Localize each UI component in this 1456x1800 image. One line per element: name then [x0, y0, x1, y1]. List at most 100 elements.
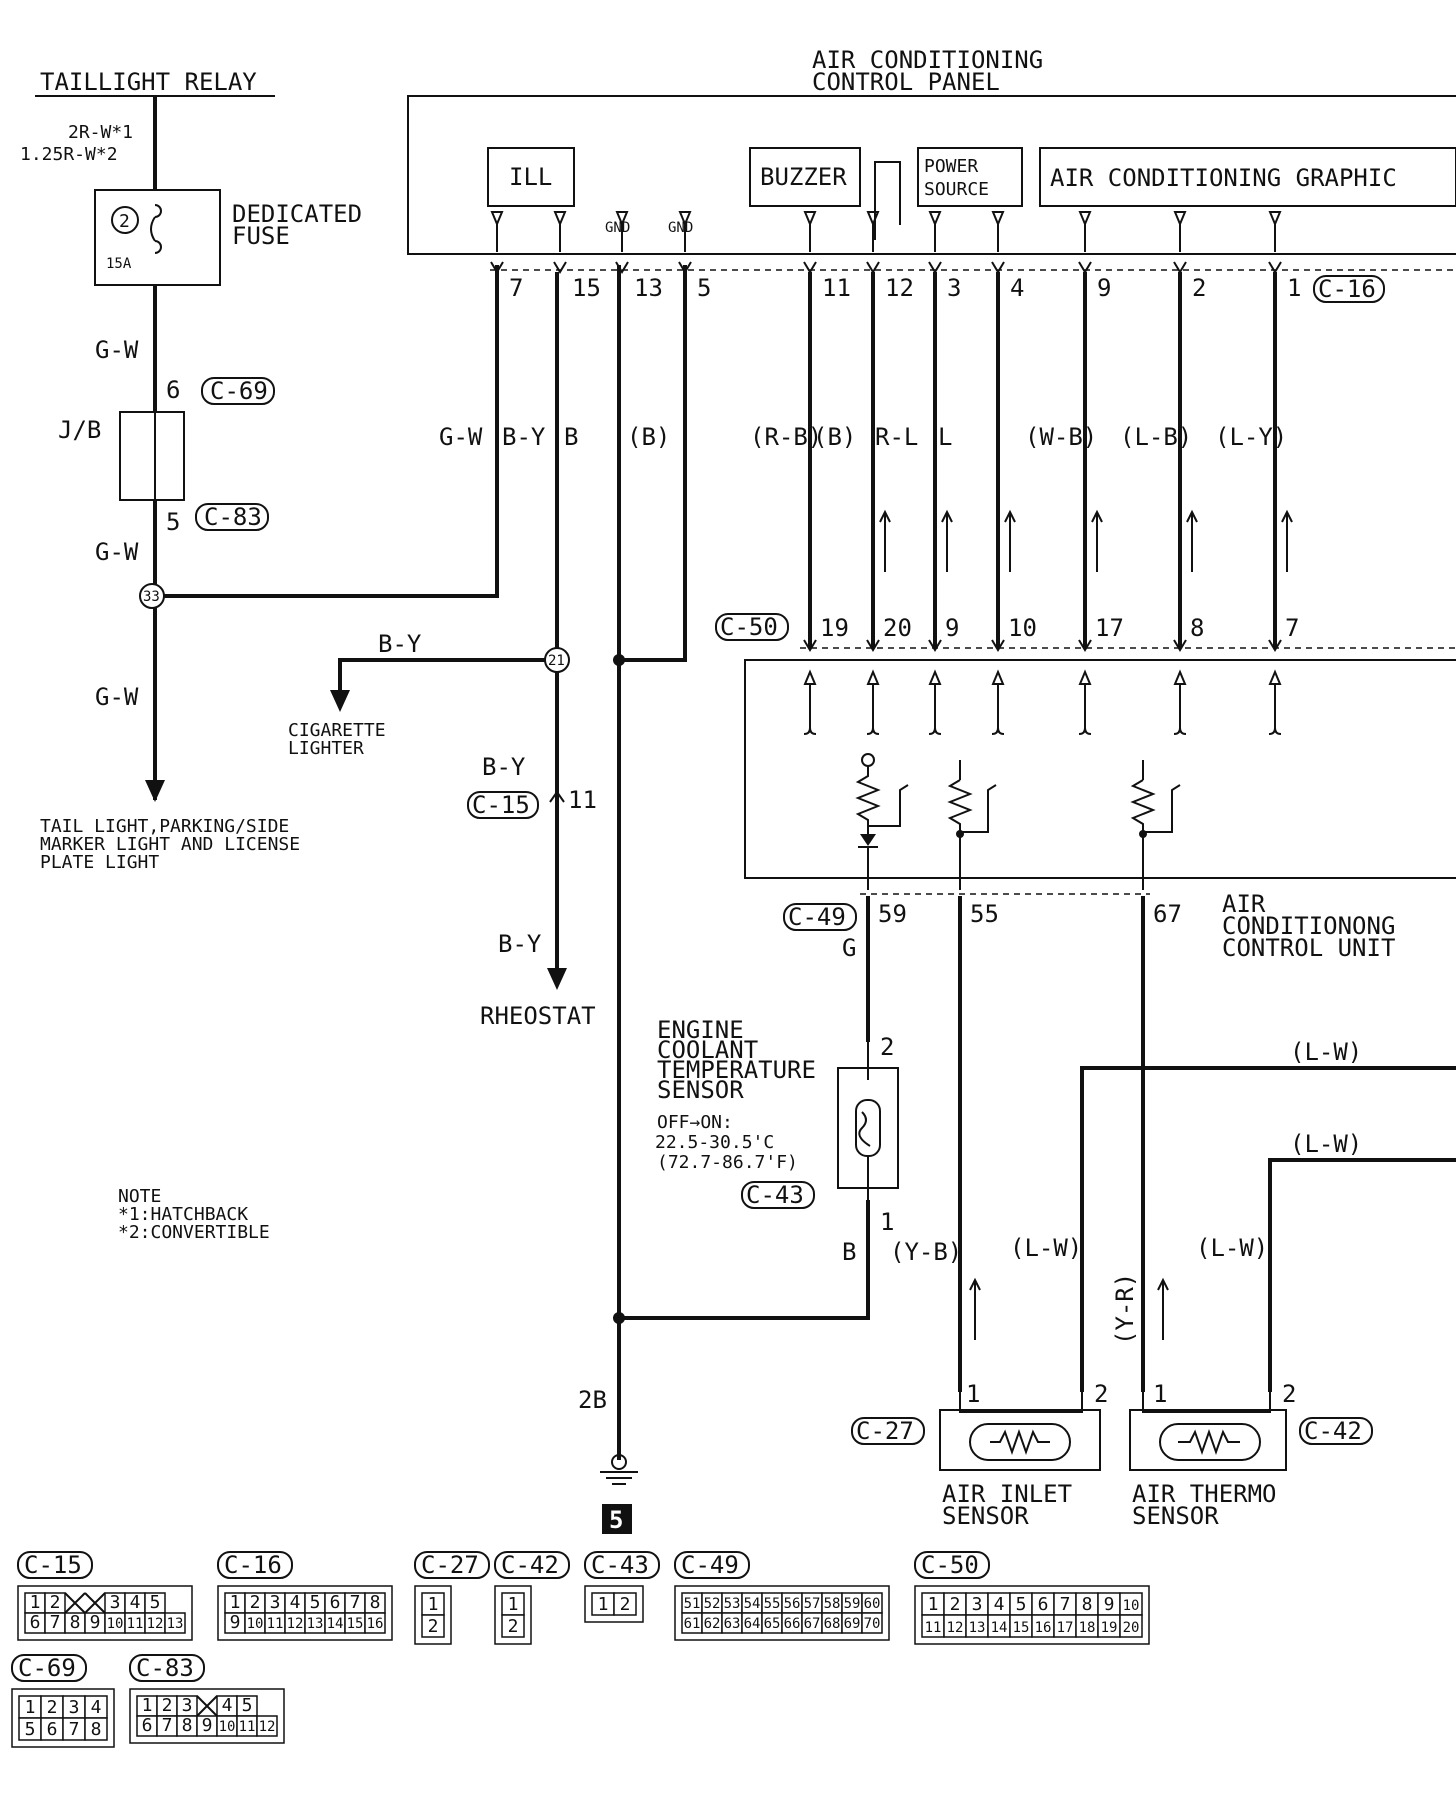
connector-pin-number: 57 [804, 1596, 821, 1612]
unit-input-icon [1078, 684, 1092, 735]
connector-pin-number: 2 [950, 1594, 961, 1615]
panel-terminal-icon [678, 211, 692, 227]
flow-arrow-55-head [969, 1277, 981, 1291]
c16-label: C-16 [1318, 275, 1376, 303]
wire-b-coolant: B [842, 1238, 856, 1266]
unit-terminal-icon [803, 669, 817, 685]
panel-pin-number: 1 [1287, 274, 1301, 302]
connector-pin-number: 3 [270, 1592, 281, 1613]
panel-wire-color: (L-B) [1120, 423, 1192, 451]
connector-pin-number: 8 [1082, 1594, 1093, 1615]
junction-dot-1 [613, 654, 625, 666]
unit-frame [744, 659, 1456, 879]
thermo-resistor-icon [1178, 1428, 1240, 1456]
wire-lw-top2: (L-W) [1290, 1130, 1362, 1158]
panel-terminal-icon [866, 211, 880, 227]
connector-pin-number: 7 [162, 1715, 173, 1736]
inlet-leads [959, 1392, 1083, 1413]
fuse-icon [150, 204, 162, 254]
note-block: NOTE *1:HATCHBACK *2:CONVERTIBLE [118, 1186, 270, 1243]
connector-pin-number: 7 [1060, 1594, 1071, 1615]
connector-cell [84, 1717, 108, 1741]
connector-blank-cell [64, 1592, 86, 1614]
panel-pin-number: 9 [1097, 274, 1111, 302]
connector-pin-number: 66 [784, 1616, 801, 1632]
panel-pin-mark [553, 261, 567, 274]
c83-label: C-83 [204, 503, 262, 531]
unit-pin-number: 19 [820, 614, 849, 642]
connector-pin-number: 15 [1013, 1620, 1030, 1636]
thermo-label-1: AIR THERMO [1132, 1480, 1277, 1508]
tail-line3: PLATE LIGHT [40, 852, 159, 873]
connector-pin-number: 11 [239, 1719, 256, 1735]
coolant-spec3: (72.7-86.7'F) [657, 1152, 798, 1173]
taillight-relay-label: TAILLIGHT RELAY [40, 68, 257, 96]
fuse-label-line1: DEDICATED [232, 200, 362, 228]
coolant-pin-2: 2 [880, 1033, 894, 1061]
unit-pin-mark [803, 639, 817, 652]
connector-pin-number: 1 [230, 1592, 241, 1613]
unit-terminal-icon [866, 669, 880, 685]
connector-pin-number: 11 [925, 1620, 942, 1636]
note-hatchback: *1:HATCHBACK [118, 1204, 248, 1225]
connector-pin-number: 13 [969, 1620, 986, 1636]
wire-gw-1: G-W [95, 336, 139, 364]
connector-pin-number: 5 [25, 1719, 36, 1740]
c42-callout [1299, 1417, 1373, 1445]
connector-pin-number: 20 [1123, 1620, 1140, 1636]
unit-pin-number: 20 [883, 614, 912, 642]
unit-label-3: CONTROL UNIT [1222, 934, 1395, 962]
connector-pin-number: 5 [1016, 1594, 1027, 1615]
connector-pin-number: 12 [287, 1616, 304, 1632]
c43-callout [741, 1181, 815, 1209]
thermo-pin-1: 1 [1153, 1380, 1167, 1408]
unit-pin-mark [928, 639, 942, 652]
connector-pin-number: 2 [620, 1594, 631, 1615]
unit-input-icon [1173, 684, 1187, 735]
c50-callout [715, 613, 789, 641]
resistor-icon-1 [855, 766, 881, 834]
flow-arrow-head [879, 509, 891, 523]
connector-cell [364, 1612, 386, 1634]
power-source-block [917, 147, 1023, 207]
panel-terminal-icon [1078, 211, 1092, 227]
unit-label-2: CONDITIONONG [1222, 912, 1395, 940]
cig-arrow-icon [330, 690, 350, 712]
unit-input-icon [803, 684, 817, 735]
connector-pin-number: 16 [1035, 1620, 1052, 1636]
connector-view-callout [414, 1551, 490, 1579]
coolant-ground-wire [619, 1200, 870, 1320]
connector-view-label: C-16 [224, 1551, 282, 1579]
fuse-rating: 15A [106, 256, 132, 272]
connector-cell [256, 1715, 278, 1737]
connector-pin-number: 8 [70, 1612, 81, 1633]
flow-arrow-head [1186, 509, 1198, 523]
unit-pin-mark [866, 639, 880, 652]
connector-pin-number: 3 [182, 1695, 193, 1716]
c69-label: C-69 [210, 377, 268, 405]
coolant-line2: COOLANT [657, 1036, 758, 1064]
connector-blank-cell [196, 1695, 218, 1717]
wire-yr-label: (Y-R) [1111, 1273, 1139, 1345]
connector-pin-number: 11 [127, 1616, 144, 1632]
rheostat-label: RHEOSTAT [480, 1002, 596, 1030]
c49-pin-59: 59 [878, 900, 907, 928]
connector-view-label: C-83 [136, 1654, 194, 1682]
panel-wire-color: (B) [813, 423, 856, 451]
connector-pin-number: 1 [508, 1594, 519, 1615]
connector-pin-number: 1 [928, 1594, 939, 1615]
connector-pin-number: 2 [47, 1697, 58, 1718]
connector-pin-number: 62 [704, 1616, 721, 1632]
wire-lw-top1: (L-W) [1290, 1038, 1362, 1066]
unit-tap-3 [1143, 784, 1181, 833]
connector-pin-number: 56 [784, 1596, 801, 1612]
panel-pin-group: 7G-W15B-Y13B5(B)11(R-B)12(B)3R-L4L9(W-B)… [439, 211, 1301, 648]
connector-pin-number: 12 [259, 1719, 276, 1735]
connector-pin-number: 1 [25, 1697, 36, 1718]
c27-callout [851, 1417, 925, 1445]
connector-pin-number: 10 [107, 1616, 124, 1632]
connector-view-label: C-69 [18, 1654, 76, 1682]
